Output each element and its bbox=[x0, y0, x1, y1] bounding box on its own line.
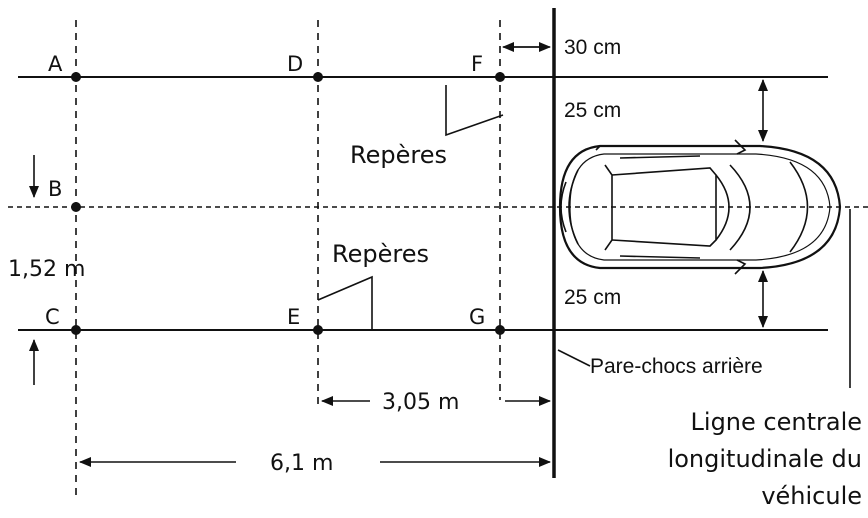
point-a bbox=[71, 72, 81, 82]
point-d bbox=[313, 72, 323, 82]
markers-bottom-callout bbox=[317, 275, 373, 330]
label-d: D bbox=[287, 52, 303, 76]
point-e bbox=[313, 325, 323, 335]
bumper-leader bbox=[557, 349, 591, 367]
centerline-label-3: véhicule bbox=[761, 482, 862, 510]
vehicle-top-view-icon bbox=[558, 139, 842, 275]
point-g bbox=[495, 325, 505, 335]
label-a: A bbox=[48, 52, 63, 76]
bumper-label: Pare-chocs arrière bbox=[590, 355, 763, 378]
label-c: C bbox=[45, 305, 60, 329]
markers-top-callout bbox=[445, 85, 504, 137]
centerline-label-1: Ligne centrale bbox=[691, 408, 862, 436]
point-c bbox=[71, 325, 81, 335]
point-b bbox=[71, 202, 81, 212]
dist-25-top-label: 25 cm bbox=[564, 99, 621, 122]
label-b: B bbox=[48, 177, 62, 201]
label-f: F bbox=[471, 52, 483, 76]
dist-25-bottom-label: 25 cm bbox=[564, 286, 621, 309]
length-long-label: 6,1 m bbox=[270, 451, 333, 476]
label-g: G bbox=[469, 305, 485, 329]
label-e: E bbox=[287, 305, 300, 329]
dist-30-label: 30 cm bbox=[564, 36, 621, 59]
width-label: 1,52 m bbox=[8, 257, 85, 282]
markers-top-label: Repères bbox=[350, 141, 447, 169]
centerline-label-2: longitudinale du bbox=[668, 445, 862, 473]
length-short-label: 3,05 m bbox=[382, 390, 459, 415]
markers-bottom-label: Repères bbox=[332, 240, 429, 268]
point-f bbox=[495, 72, 505, 82]
